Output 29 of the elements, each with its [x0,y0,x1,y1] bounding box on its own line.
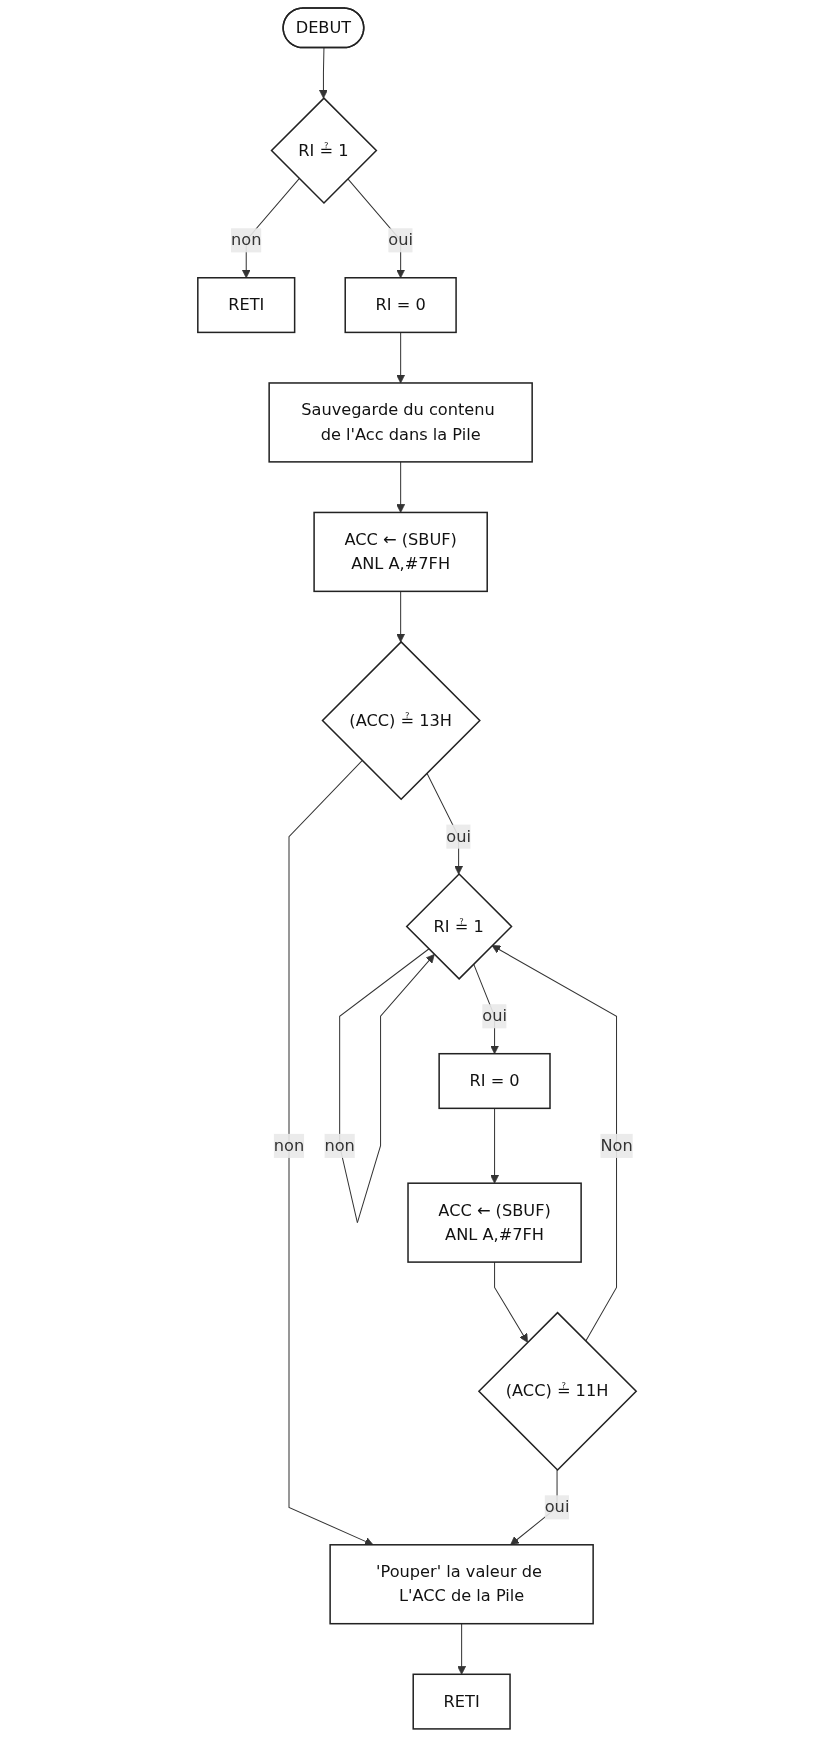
node-diamond: RI ≟ 1 [405,873,513,980]
node-box: RETI [412,1673,511,1730]
node-box: ACC ← (SBUF) ANL A,#7FH [313,511,488,593]
edge-label: Non [600,1135,633,1155]
edge-label: non [324,1135,355,1155]
edge-label: oui [388,230,413,250]
node-box: ACC ← (SBUF) ANL A,#7FH [407,1182,582,1263]
edge-label: non [231,230,262,250]
node-box: 'Pouper' la valeur de L'ACC de la Pile [329,1544,594,1625]
arrow [491,945,618,1342]
arrow [457,1623,467,1675]
node-box: Sauvegarde du contenu de l'Acc dans la Pile [268,382,533,463]
node-box: RETI [197,277,296,334]
arrow [396,331,406,384]
node-diamond: (ACC) ≟ 13H [321,640,481,801]
edge-label: non [273,1135,305,1155]
arrow [396,590,406,643]
arrow [494,1261,528,1343]
node-diamond: RI ≟ 1 [270,97,378,204]
arrow [396,461,406,513]
edge-label: oui [482,1006,507,1026]
node-box: RI = 0 [344,277,457,334]
arrow [288,760,374,1546]
node-diamond: (ACC) ≟ 11H [477,1311,638,1471]
edge-label: oui [446,826,471,846]
node-box: RI = 0 [438,1052,551,1110]
arrow [490,1107,499,1184]
arrow [319,47,328,99]
edge-label: oui [544,1497,570,1517]
